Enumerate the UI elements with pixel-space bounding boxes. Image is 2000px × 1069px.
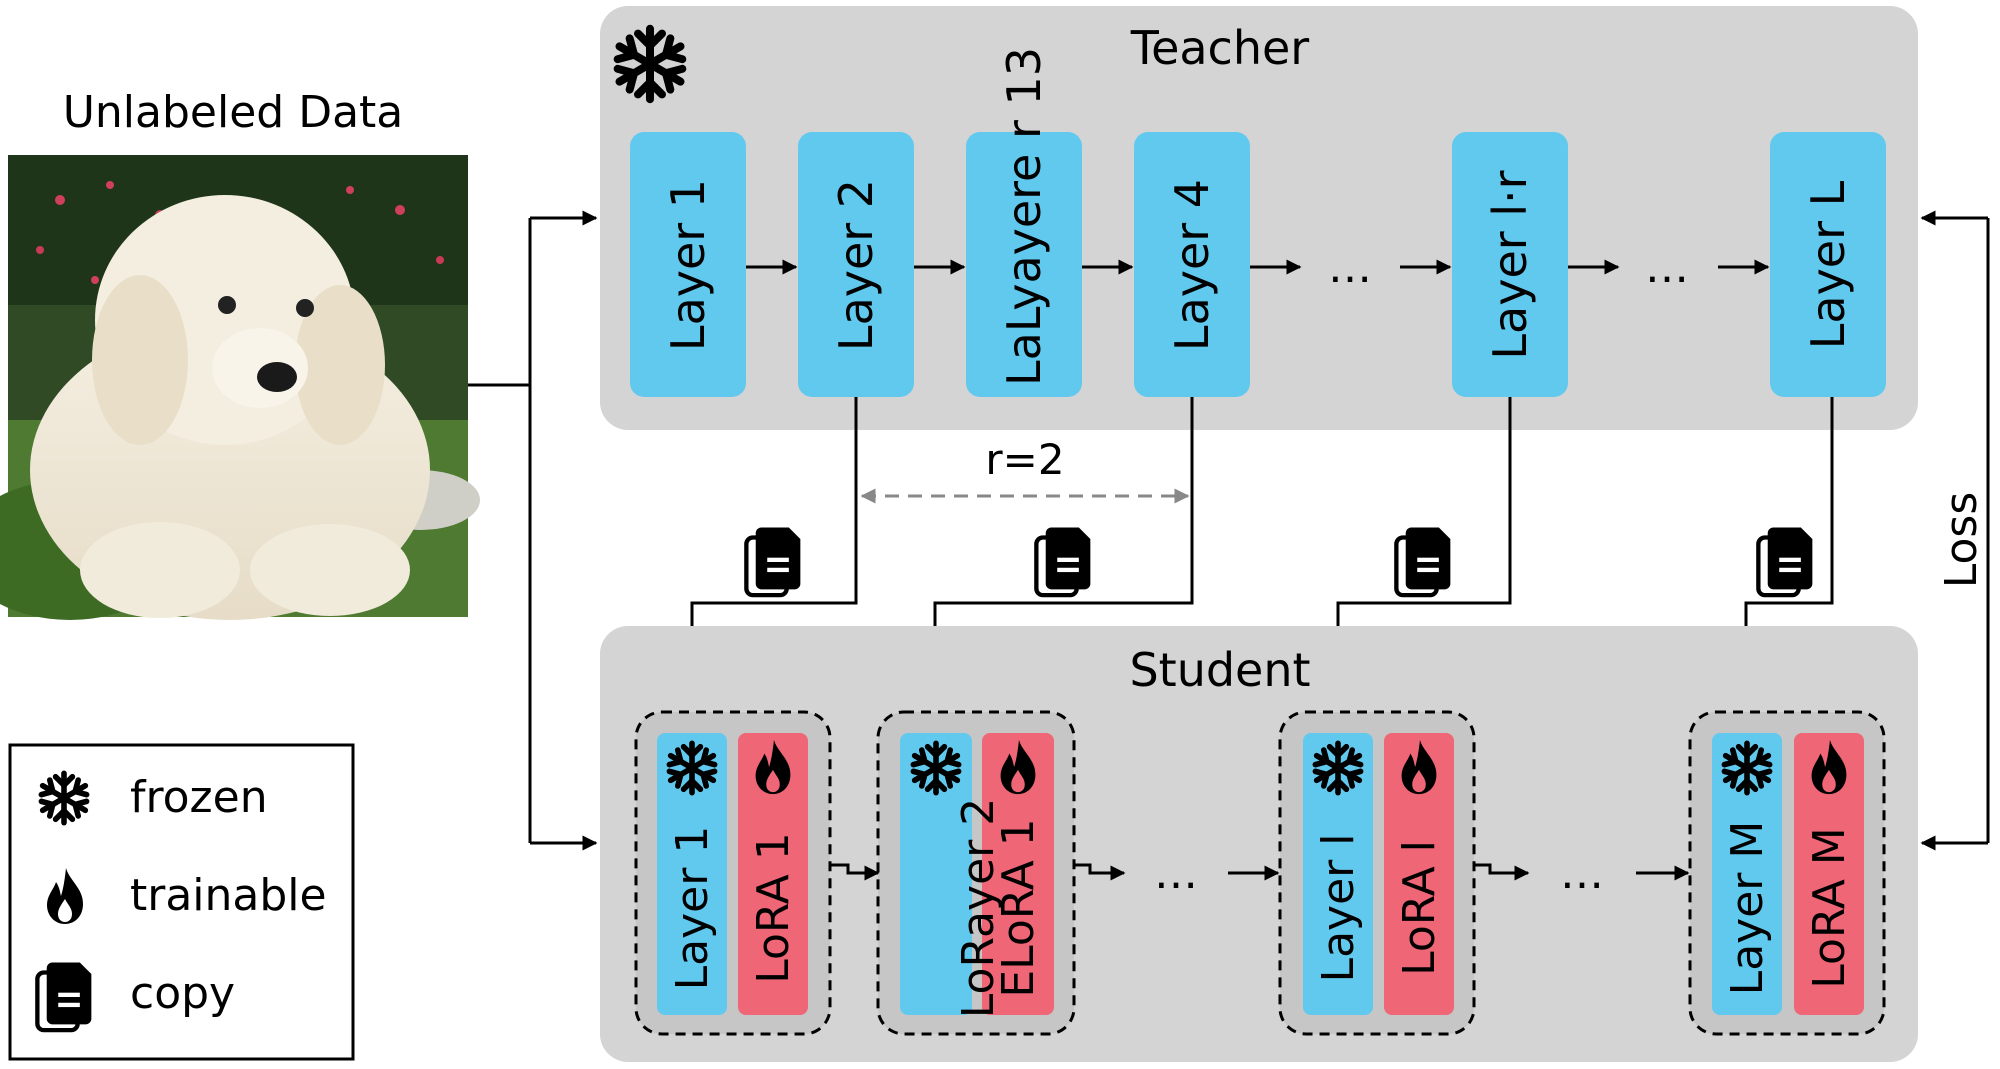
student-layer-M	[1712, 733, 1782, 1015]
input-connectors	[468, 210, 598, 851]
legend-frozen-label: frozen	[130, 772, 268, 823]
legend-trainable-label: trainable	[130, 870, 327, 921]
teacher-layer-lr-label: Layer l·r	[1483, 170, 1537, 359]
student-layer-l-label: Layer l	[1313, 834, 1364, 983]
loss-label: Loss	[1936, 492, 1987, 589]
student-title: Student	[1129, 643, 1310, 697]
teacher-layer-1-label: Layer 1	[661, 179, 715, 351]
student-layer-l	[1303, 733, 1373, 1015]
loss-connector	[1920, 210, 1990, 851]
student-lora-M-label: LoRA M	[1804, 827, 1855, 989]
teacher-layer-L-label: Layer L	[1801, 180, 1855, 349]
teacher-ellipsis-1: …	[1328, 242, 1372, 293]
student-block-2: LoRayer 2 ELoRA 1	[876, 710, 1076, 1036]
student-block-l: Layer l LoRA l	[1278, 710, 1476, 1036]
student-block-M: Layer M LoRA M	[1688, 710, 1886, 1036]
student-lora-1-label: LoRA 1	[748, 832, 799, 984]
student-lora-1	[738, 733, 808, 1015]
puppy-image	[0, 155, 480, 620]
teacher-layer-4-label: Layer 4	[1165, 179, 1219, 351]
student-lora-l	[1384, 733, 1454, 1015]
teacher-layer-3-label: LaLyayere r 13	[997, 47, 1051, 386]
teacher-layer-1	[630, 132, 746, 397]
teacher-layer-4	[1134, 132, 1250, 397]
student-lora-M	[1794, 733, 1864, 1015]
student-lora-2	[982, 733, 1054, 1015]
teacher-layer-3	[966, 132, 1082, 397]
student-block-1: Layer 1 LoRA 1	[634, 710, 832, 1036]
student-arrows	[830, 863, 1690, 881]
student-ellipsis-1: …	[1154, 848, 1198, 899]
teacher-title: Teacher	[1130, 21, 1310, 75]
student-layer-1	[657, 733, 727, 1015]
copy-icon-3	[1396, 527, 1450, 595]
input-title: Unlabeled Data	[63, 87, 404, 138]
student-layer-M-label: Layer M	[1722, 821, 1773, 996]
teacher-layer-2-label: Layer 2	[829, 179, 883, 351]
legend-copy-icon	[37, 962, 91, 1030]
student-layer-2-label: LoRayer 2	[953, 798, 1004, 1018]
copy-icon-2	[1036, 527, 1090, 595]
teacher-ellipsis-2: …	[1645, 242, 1689, 293]
copy-icon-1	[746, 527, 800, 595]
stride-label: r=2	[985, 435, 1064, 484]
legend: frozen trainable copy	[8, 743, 355, 1061]
student-lora-2-label: ELoRA 1	[993, 818, 1044, 997]
teacher-layer-lr	[1452, 132, 1568, 397]
legend-copy-label: copy	[130, 968, 235, 1019]
copy-icon-4	[1758, 527, 1812, 595]
teacher-layers: Layer 1 Layer 2 LaLyayere r 13 Layer 4 L…	[630, 47, 1886, 397]
student-lora-l-label: LoRA l	[1394, 840, 1445, 976]
student-layer-2	[900, 733, 972, 1015]
teacher-layer-2	[798, 132, 914, 397]
teacher-panel	[600, 6, 1918, 430]
student-layer-1-label: Layer 1	[667, 826, 718, 991]
teacher-layer-L	[1770, 132, 1886, 397]
student-ellipsis-2: …	[1560, 848, 1604, 899]
